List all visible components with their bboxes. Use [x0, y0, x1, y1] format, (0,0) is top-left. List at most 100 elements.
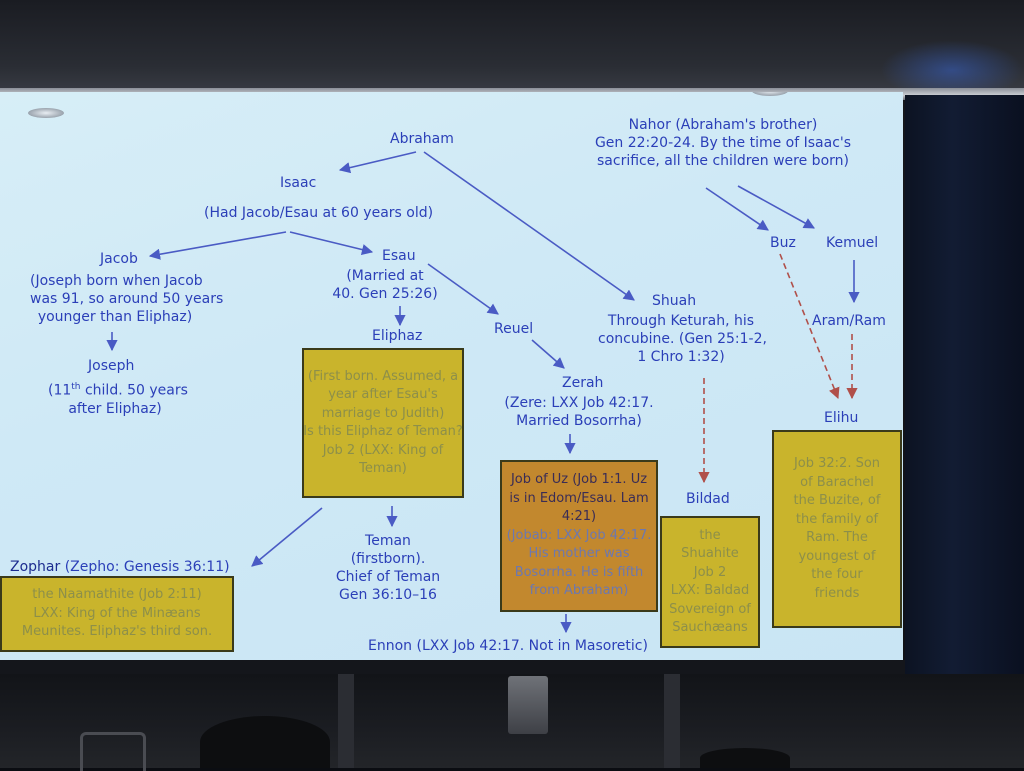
dashed-buz-elihu	[779, 253, 840, 400]
projection-screen: Abraham Isaac (Had Jacob/Esau at 60 year…	[0, 92, 903, 660]
box-line: Teman	[365, 533, 411, 549]
box-line: Meunites. Eliphaz's third son.	[21, 624, 213, 640]
box-line: Job 2	[693, 564, 727, 580]
note-jacob-line: was 91, so around 50 years	[30, 291, 224, 307]
note-shuah-line: concubine. (Gen 25:1-2,	[598, 331, 767, 347]
node-abraham: Abraham	[390, 131, 454, 147]
node-zophar: Zophar (Zepho: Genesis 36:11)	[10, 558, 230, 576]
node-eliphaz: Eliphaz	[372, 328, 423, 344]
box-line: the family of	[795, 511, 879, 527]
box-line: Sauchæans	[672, 620, 748, 635]
node-zophar-name: Zophar	[10, 559, 61, 575]
note-joseph-line: after Eliphaz)	[68, 400, 162, 417]
note-nahor-line: Gen 22:20-24. By the time of Isaac's	[594, 135, 852, 151]
box-line: friends	[814, 585, 860, 601]
arrow-reuel-zerah	[531, 339, 565, 369]
screen-stand	[664, 674, 680, 768]
note-joseph-part: (11	[48, 382, 72, 399]
box-line: LXX: King of the Minæans	[33, 605, 201, 621]
node-aram: Aram/Ram	[812, 313, 886, 329]
arrows-layer	[106, 151, 860, 634]
box-line: Chief of Teman	[335, 569, 441, 585]
box-line: His mother was	[528, 546, 630, 562]
arrow-esau-reuel	[427, 263, 499, 315]
node-zerah: Zerah	[562, 375, 604, 391]
note-zerah-line: (Zere: LXX Job 42:17.	[504, 395, 654, 411]
note-isaac: (Had Jacob/Esau at 60 years old)	[204, 205, 434, 221]
box-line: (firstborn).	[350, 551, 426, 567]
box-line: Job 2 (LXX: King of	[322, 442, 444, 458]
ceiling-light	[28, 108, 64, 118]
note-nahor-line: Nahor (Abraham's brother)	[628, 117, 818, 133]
box-eliphaz-text: (First born. Assumed, a year after Esau's…	[303, 368, 463, 479]
node-zophar-note: (Zepho: Genesis 36:11)	[60, 559, 230, 575]
note-joseph-line: (11th child. 50 years	[48, 378, 188, 400]
note-joseph-part: child. 50 years	[80, 382, 188, 399]
node-buz: Buz	[770, 235, 796, 251]
node-elihu: Elihu	[824, 410, 859, 426]
arrow-isaac-jacob	[148, 231, 287, 260]
arrow-abraham-shuah	[423, 151, 635, 301]
box-line: Job 32:2. Son	[793, 456, 881, 471]
node-isaac: Isaac	[280, 175, 317, 191]
arrow-abraham-isaac	[338, 151, 417, 174]
box-eliphaz: (First born. Assumed, a year after Esau's…	[302, 348, 464, 498]
note-zerah-line: Married Bosorrha)	[516, 413, 642, 429]
note-jacob: (Joseph born when Jacob was 91, so aroun…	[30, 272, 224, 326]
note-esau: (Married at 40. Gen 25:26)	[330, 267, 440, 303]
box-line: Gen 36:10–16	[339, 587, 437, 603]
note-joseph: (11th child. 50 years after Eliphaz)	[48, 378, 188, 418]
arrow-isaac-esau	[289, 231, 374, 256]
note-nahor: Nahor (Abraham's brother) Gen 22:20-24. …	[592, 116, 854, 170]
box-line: Shuahite	[681, 546, 739, 561]
note-esau-line: 40. Gen 25:26)	[332, 286, 438, 302]
box-zophar: the Naamathite (Job 2:11) LXX: King of th…	[0, 576, 234, 652]
node-kemuel: Kemuel	[826, 235, 879, 251]
node-joseph: Joseph	[88, 358, 135, 374]
box-line: 4:21)	[561, 509, 597, 525]
box-line: Bosorrha. He is fifth	[514, 564, 644, 580]
screen-stand	[338, 674, 354, 768]
box-line: year after Esau's	[328, 387, 438, 402]
ceiling-light	[752, 92, 788, 96]
box-zophar-text: the Naamathite (Job 2:11) LXX: King of th…	[22, 586, 212, 642]
screen-bottom-edge	[0, 660, 905, 674]
box-line: (First born. Assumed, a	[307, 368, 459, 384]
box-line: is in Edom/Esau. Lam	[509, 490, 649, 506]
node-jacob: Jacob	[100, 251, 138, 267]
device	[508, 676, 548, 734]
note-zerah: (Zere: LXX Job 42:17. Married Bosorrha)	[504, 394, 654, 430]
box-job-text: Job of Uz (Job 1:1. Uz is in Edom/Esau. L…	[507, 471, 652, 601]
node-esau: Esau	[382, 248, 416, 264]
box-line: the	[699, 527, 721, 543]
note-jacob-line: younger than Eliphaz)	[37, 309, 193, 325]
note-shuah-line: Through Keturah, his	[607, 313, 755, 329]
arrow-nahor-kemuel	[737, 185, 815, 229]
box-line: Ram. The	[806, 530, 868, 545]
node-reuel: Reuel	[494, 321, 534, 337]
box-line: Job of Uz (Job 1:1. Uz	[510, 472, 648, 488]
box-line: of Barachel	[800, 474, 874, 490]
box-line: the four	[811, 567, 863, 582]
box-line: the Naamathite (Job 2:11)	[32, 587, 202, 603]
box-line: Teman)	[359, 461, 407, 476]
box-line: (Jobab: LXX Job 42:17.	[506, 527, 652, 543]
box-job: Job of Uz (Job 1:1. Uz is in Edom/Esau. L…	[500, 460, 658, 612]
note-nahor-line: sacrifice, all the children were born)	[597, 153, 849, 169]
node-ennon: Ennon (LXX Job 42:17. Not in Masoretic)	[368, 638, 648, 654]
box-line: Sovereign of	[669, 601, 751, 617]
box-line: from Abraham)	[529, 583, 629, 599]
box-line: marriage to Judith)	[321, 405, 445, 421]
ceiling	[0, 0, 1024, 95]
note-shuah-line: 1 Chro 1:32)	[637, 349, 725, 365]
box-line: LXX: Baldad	[670, 583, 750, 598]
node-shuah: Shuah	[652, 293, 697, 309]
note-joseph-sup: th	[71, 382, 81, 392]
node-bildad: Bildad	[686, 491, 730, 507]
note-jacob-line: (Joseph born when Jacob	[30, 273, 203, 289]
